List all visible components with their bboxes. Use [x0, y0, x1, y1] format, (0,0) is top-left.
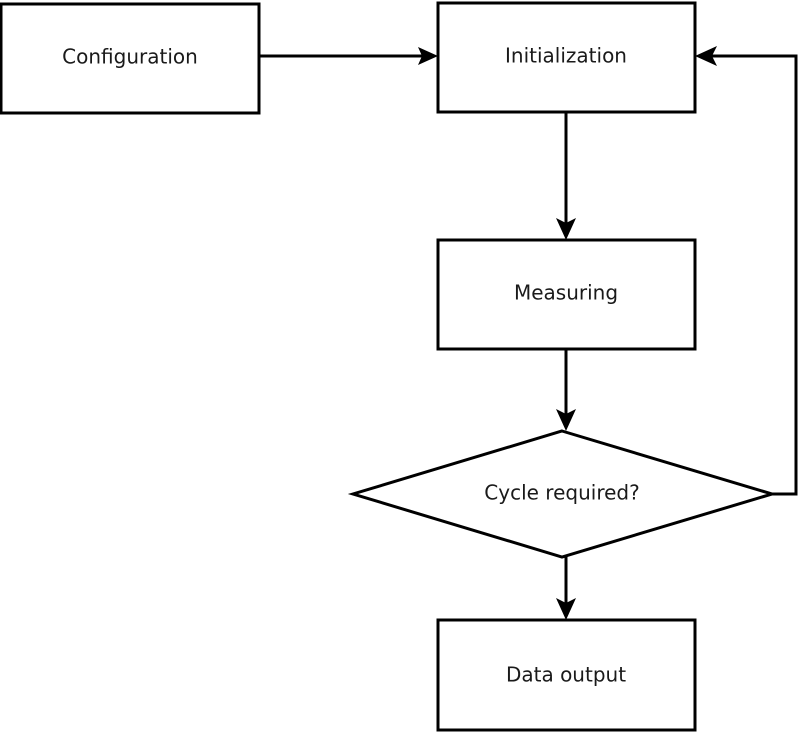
node-label-cycle-required: Cycle required? — [484, 481, 639, 505]
arrowhead-icon — [556, 598, 576, 620]
node-label-data-output: Data output — [506, 663, 626, 687]
node-initialization[interactable]: Initialization — [436, 1, 697, 114]
node-cycle-required[interactable]: Cycle required? — [347, 429, 778, 559]
node-shape-rectangle — [436, 618, 697, 732]
edge-measuring-to-cycle-required — [556, 349, 576, 431]
arrowhead-icon — [556, 409, 576, 431]
node-configuration[interactable]: Configuration — [0, 2, 261, 115]
node-data-output[interactable]: Data output — [436, 618, 697, 732]
node-label-configuration: Configuration — [62, 45, 198, 69]
node-label-measuring: Measuring — [514, 281, 618, 305]
edge-configuration-to-initialization — [259, 47, 438, 65]
node-shape-rectangle — [0, 2, 261, 115]
node-shape-rectangle — [436, 1, 697, 114]
node-shape-rectangle — [436, 238, 697, 351]
edge-line — [705, 54, 798, 496]
arrowhead-icon — [556, 218, 576, 240]
node-label-initialization: Initialization — [505, 44, 627, 68]
arrowhead-icon — [695, 46, 717, 66]
arrowhead-icon — [418, 47, 438, 65]
edge-cycle-required-to-data-output — [556, 557, 576, 620]
edge-cycle-required-to-initialization-feedback — [695, 46, 798, 496]
node-measuring[interactable]: Measuring — [436, 238, 697, 351]
edge-initialization-to-measuring — [556, 112, 576, 240]
node-shape-diamond — [347, 429, 778, 559]
